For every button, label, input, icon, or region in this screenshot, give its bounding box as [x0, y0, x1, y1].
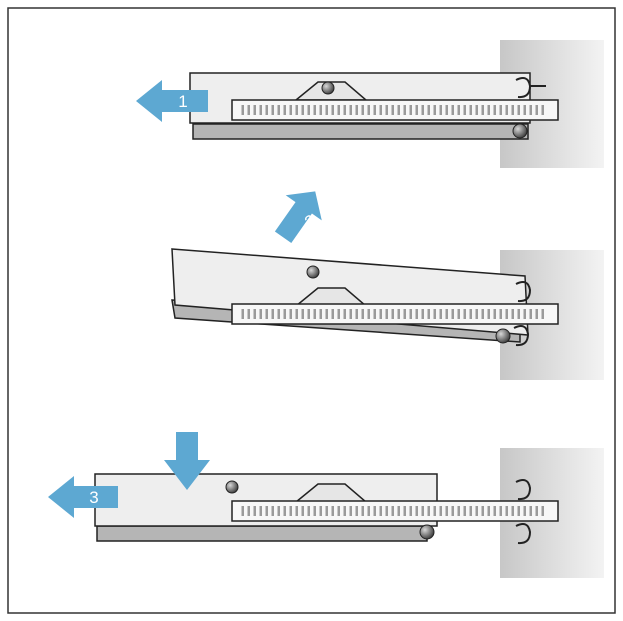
latch-ball: [306, 265, 320, 279]
left-arrow-icon: [48, 476, 118, 518]
step-2-arrow: [274, 191, 322, 244]
rail-teeth: [240, 309, 545, 319]
step-number: 1: [178, 92, 187, 111]
step-3-arrow: 3: [48, 476, 118, 518]
step-1-arrow: 1: [136, 80, 208, 122]
step-1-illustration: [189, 40, 604, 168]
rail-hook-lower: [513, 325, 530, 347]
rail-teeth: [240, 506, 545, 516]
up-right-arrow-icon: [274, 191, 322, 244]
down-arrow-icon: [164, 432, 210, 490]
latch-ball: [225, 480, 239, 494]
latch-ball: [321, 81, 335, 95]
lower-ball: [512, 123, 528, 139]
base-plate: [96, 525, 428, 542]
rail-hook: [515, 479, 532, 501]
lower-ball: [495, 328, 511, 344]
rail-teeth: [240, 105, 545, 115]
rail-hook-lower: [515, 523, 532, 545]
step-number: 3: [89, 488, 98, 507]
lower-ball: [419, 524, 435, 540]
rail-hook: [515, 281, 532, 303]
left-arrow-icon: [136, 80, 208, 122]
step-2-illustration: [171, 248, 604, 380]
step-3-illustration: [94, 448, 604, 578]
base-plate: [192, 123, 529, 140]
step-3-press-arrow: [164, 432, 210, 490]
